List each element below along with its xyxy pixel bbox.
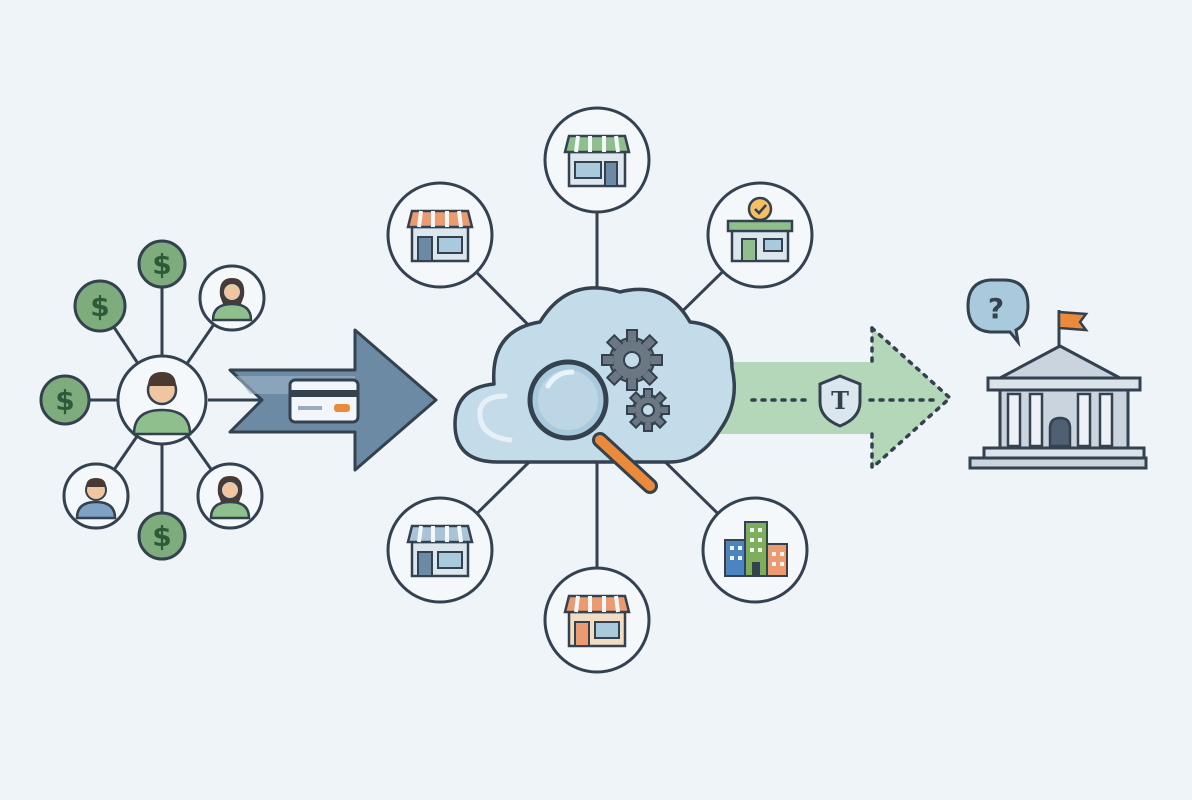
person-icon bbox=[62, 462, 130, 530]
question-mark: ? bbox=[988, 292, 1004, 325]
credit-card-icon bbox=[288, 378, 360, 424]
person-icon bbox=[116, 354, 208, 446]
office-building-icon bbox=[701, 496, 809, 604]
verified-store-icon bbox=[706, 181, 814, 289]
storefront-icon bbox=[543, 566, 651, 674]
storefront-icon bbox=[386, 181, 494, 289]
dollar-coin-icon: $ bbox=[39, 374, 91, 426]
gear-icon bbox=[601, 329, 663, 391]
shield-letter: T bbox=[831, 386, 849, 415]
storefront-icon bbox=[543, 106, 651, 214]
person-icon bbox=[198, 264, 266, 332]
dollar-sign: $ bbox=[55, 384, 74, 417]
dollar-coin-icon: $ bbox=[137, 239, 187, 289]
bank-building-icon bbox=[968, 310, 1148, 470]
dollar-sign: $ bbox=[152, 520, 171, 553]
magnifier-icon bbox=[527, 359, 658, 494]
flag-icon bbox=[1057, 310, 1089, 350]
person-icon bbox=[196, 462, 264, 530]
dollar-sign: $ bbox=[90, 290, 109, 323]
shield-icon: T bbox=[818, 374, 862, 428]
dollar-coin-icon: $ bbox=[137, 511, 187, 561]
storefront-icon bbox=[386, 496, 494, 604]
dollar-sign: $ bbox=[152, 248, 171, 281]
dollar-coin-icon: $ bbox=[73, 279, 127, 333]
gear-icon bbox=[626, 388, 670, 432]
question-bubble-icon: ? bbox=[966, 278, 1030, 348]
